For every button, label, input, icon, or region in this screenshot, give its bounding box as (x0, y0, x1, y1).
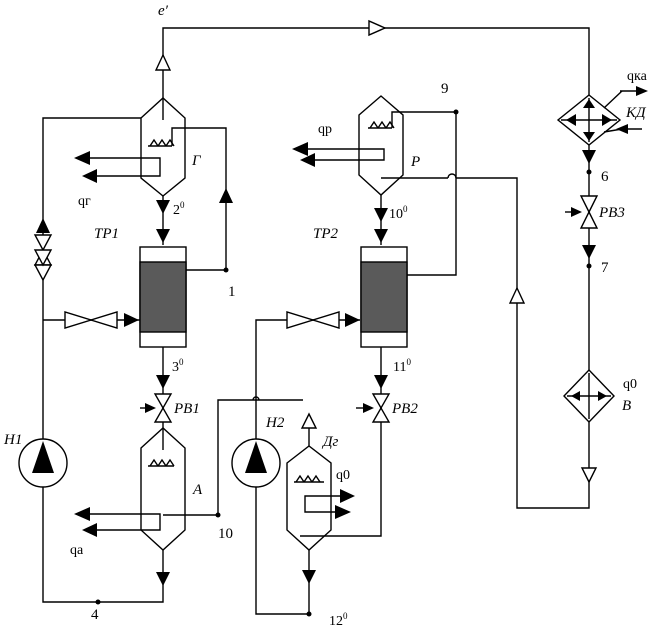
label-dg: Дг (321, 434, 339, 450)
flow-arrow-open-down (580, 467, 598, 484)
label-num-10: 10 (218, 526, 233, 542)
flow-arrow-open-right (368, 19, 387, 37)
generator-g (74, 97, 227, 270)
label-qa: qа (70, 543, 84, 558)
label-n1: Н1 (3, 432, 22, 448)
flow-arrow-open-up-dg (300, 412, 318, 429)
label-num-6: 6 (601, 169, 609, 185)
valve-rv3 (565, 195, 599, 229)
top-pipeline (154, 19, 590, 120)
condenser-kd (556, 86, 648, 146)
label-t10: 100 (389, 204, 408, 222)
flow-arrow-open-up (154, 53, 172, 71)
rectifier-p (292, 95, 590, 509)
tr1-heat-exchanger (139, 246, 187, 348)
label-t3: 30 (172, 357, 184, 375)
label-n2: Н2 (265, 415, 285, 431)
label-tr1: ТР1 (94, 226, 119, 242)
label-t2: 20 (173, 200, 185, 218)
label-b: В (622, 398, 631, 414)
label-q-g: qг (78, 194, 91, 209)
evaporator-b (563, 368, 615, 424)
label-t11: 110 (393, 357, 411, 375)
valve-tr2-inlet (286, 311, 340, 329)
label-rv3: РВ3 (598, 205, 625, 221)
label-rv2: РВ2 (391, 401, 418, 417)
valve-left-vertical (33, 234, 53, 282)
degasifier-dg (252, 396, 355, 551)
label-num-1: 1 (228, 284, 236, 300)
label-tr2: ТР2 (313, 226, 339, 242)
pump-h1 (18, 438, 68, 488)
label-num-4: 4 (91, 607, 99, 623)
label-q0-dg: q0 (336, 468, 350, 483)
label-e-prime: e′ (158, 3, 169, 19)
label-num-7: 7 (601, 260, 609, 276)
pump-h2 (231, 438, 281, 488)
label-kd: КД (625, 105, 647, 121)
label-p: Р (410, 154, 420, 170)
label-q-ka: qка (627, 69, 648, 84)
valve-rv2 (356, 393, 391, 423)
label-q0-b: q0 (623, 377, 637, 392)
absorber-a (74, 427, 218, 551)
label-num-9: 9 (441, 81, 449, 97)
label-a: А (192, 482, 203, 498)
flow-arrow-open-up-right-loop (508, 286, 526, 304)
tr2-heat-exchanger (360, 246, 408, 348)
label-g: Г (191, 153, 202, 169)
label-t12: 120 (329, 611, 348, 629)
valve-rv1 (140, 393, 173, 423)
valve-left-horizontal (64, 311, 118, 329)
left-loop-h1 (33, 117, 141, 440)
label-rv1: РВ1 (173, 401, 200, 417)
label-q-r: qр (318, 122, 332, 137)
